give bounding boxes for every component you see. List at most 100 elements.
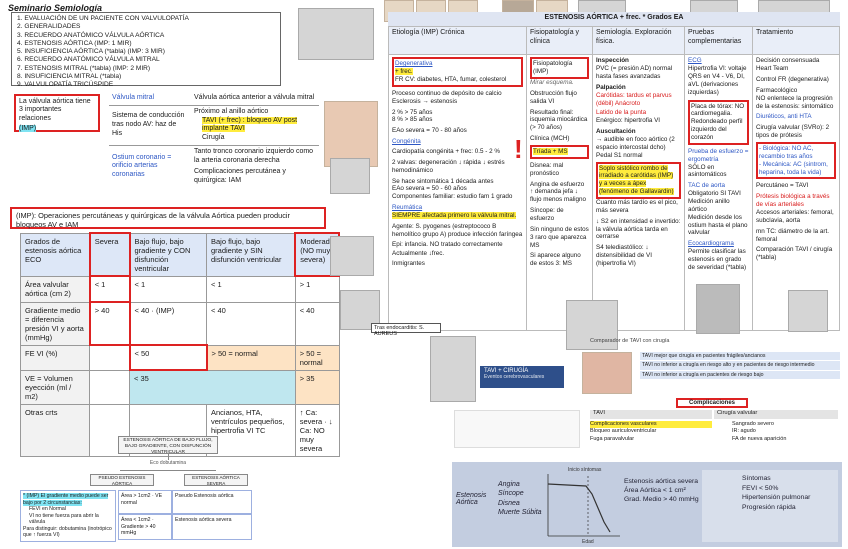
relation-value: Complicaciones percutánea y quirúrgica: … [194,168,286,184]
semio-line: Palpación [596,83,626,91]
flow-note-title: * (IMP) El gradiente medio puede ser baj… [23,493,109,506]
grades-header: Bajo flujo, bajo gradiente y SIN disfunc… [206,232,296,277]
index-item: 7. ESTENOSIS MITRAL (*tabla) (IMP: 2 MIR… [17,64,151,72]
grades-header: Severa [88,232,131,277]
physio-line: Mirar esquema. [530,78,574,86]
figure-label: Angina [498,481,520,488]
grades-cell: > 50 = normal [294,344,340,371]
complication-tavi: Bloqueo auriculoventricular [590,428,657,435]
etiology-cell: Degenerativa + frec. FR CV: diabetes, HT… [388,54,527,331]
grades-cell: Otras crts [19,403,91,457]
index-panel: 1. EVALUACIÓN DE UN PACIENTE CON VALVULO… [11,12,281,88]
grades-header: Bajo flujo, bajo gradiente y CON disfunc… [129,232,207,277]
flow-note: * (IMP) El gradiente medio puede ser baj… [20,490,116,542]
flow-chart: ESTENOSIS AÓRTICA DE BAJO FLUJO, BAJO GR… [20,430,320,545]
imp-badge: (IMP) [19,125,37,133]
complications-panel: Complicaciones TAVI Cirugía valvular Com… [586,398,842,454]
treat-line: - Mecánica: AC (sintrom, heparina, toda … [759,160,828,176]
figure-label: Área Aórtica < 1 cm² [624,486,686,494]
etio-line: Actualmente ↓frec. [392,250,445,258]
etio-line: Cardiopatía congénita + frec: 0.5 - 2 % [392,148,500,155]
etio-line: Agente: S. pyogenes (estreptococo B hemo… [392,222,523,238]
figure-label: Estenosis Aórtica [456,492,487,506]
semio-line: Carótidas: tardus et parvus (débil) Anác… [596,91,672,107]
grades-cell: > 35 [294,369,340,405]
index-item: 8. INSUFICIENCIA MITRAL (*tabla) [17,73,122,81]
index-item: 1. EVALUACIÓN DE UN PACIENTE CON VALVULO… [17,15,189,22]
physio-line: Fisiopatología (IMP) [533,60,573,76]
grades-cell: < 35 [129,369,296,405]
semio-line: Enérgico: hipertrofia VI [596,117,661,125]
figure-label: FEVI < 50% [742,484,779,492]
etio-line: 2 valvas: degeneración ↓ rápida ↓ estrés… [392,158,505,174]
etio-line: Proceso continuo de depósito de calcio E… [392,89,502,105]
tests-cell: ECG Hipertrofia VI: voltaje QRS en V4 - … [684,54,753,331]
col-header: Tratamiento [752,26,840,56]
treat-cell: Decisión consensuada Heart Team Control … [752,54,840,331]
relation-value: Válvula aórtica anterior a válvula mitra… [191,92,319,106]
etio-line: Se hace sintomática 1 década antes [392,177,494,185]
figure-axis-label: Edad [582,539,594,545]
complications-header-b: Cirugía valvular [714,410,838,419]
imp-operations-text: (IMP): Operaciones percutáneas y quirúrg… [16,211,291,230]
treat-line: Percutáneo = TAVI [756,182,809,190]
grades-cell: Área valvular aórtica (cm 2) [19,275,91,303]
treat-line: Comparación TAVI / cirugía (*tabla) [756,246,833,262]
grades-cell [89,344,130,371]
right-table-banner: ESTENOSIS AÓRTICA + frec. * Grados EA [388,12,840,26]
etio-line: Reumática [392,204,423,212]
semio-line: Auscultación [596,128,636,136]
col-header: Etiología (IMP) Crónica [388,26,527,56]
treat-line: Prótesis biológica a través de vías arte… [756,193,830,209]
grades-cell: > 1 [294,275,340,303]
semio-cell: Inspección PVC (= presión AD) normal has… [592,54,685,331]
grades-value: < 50 [134,349,150,358]
flow-note-tail: Para distinguir: dobutamina (inotrópico … [23,525,112,539]
tests-line: TAC de aorta [688,182,725,190]
comparison-text: TAVI no inferior a cirugía en pacientes … [642,371,764,378]
treat-line: mn TC: diámetro de la art. femoral [756,227,830,243]
flow-grid-d: Estenosis aórtica severa [172,514,252,540]
col-header: Pruebas complementarias [684,26,753,56]
note-text: La válvula aórtica tiene 3 importantes r… [19,98,91,122]
tests-line: Hipertrofia VI: voltaje QRS en V4 - V6, … [688,65,747,96]
xray-image [696,284,740,334]
grades-table: Grados de estenosis aórtica ECO Severa B… [19,232,340,457]
complication-surgery: Sangrado severo [732,421,774,427]
tests-line: Obligatorio SI TAVI [688,190,741,198]
small-text-panel [454,410,580,448]
grades-cell: FE VI (%) [19,344,91,371]
grades-value: < 35 [134,374,149,383]
tests-line: Placa de tórax: NO cardiomegalia. Redond… [691,102,745,141]
flow-grid-a: Área > 1cm2 · VE normal [118,490,172,514]
semio-line: Cuanto más tardío es el pico, más severa [596,199,678,214]
tests-line: Medición anillo aórtico [688,198,730,213]
figure-label: Grad. Medio > 40 mmHg [624,495,699,503]
relations-table: Válvula mitral Válvula aórtica anterior … [109,92,319,202]
prosthesis-image [788,290,828,332]
treat-line: Diuréticos, anti HTA [756,113,812,121]
figure-label: Hipertensión pulmonar [742,494,811,502]
aortic-relations-note: La válvula aórtica tiene 3 importantes r… [14,94,100,133]
etio-line: Degenerativa [395,60,433,68]
figure-label: Síncope [498,490,524,498]
figure-label: Progresión rápida [742,503,796,511]
index-item: 4. ESTENOSIS AÓRTICA (IMP: 1 MIR) [17,39,132,47]
etio-line: EAo severa = 50 - 60 años [392,185,467,193]
complication-tavi: Fuga paravalvular [590,435,635,442]
physio-line: Disnea: mal pronóstico [530,161,564,177]
heart-icon-image [582,352,632,394]
treat-line: - Biológica: NO AC, recambio tras años [759,145,814,160]
etio-line: + frec. [395,68,413,76]
tests-line: Medición desde los ostium hasta el plano… [688,213,748,237]
treat-line: NO enlentece la progresión de la estenos… [756,94,834,110]
comparison-text: TAVI no inferior a cirugía en riesgo alt… [642,362,815,369]
etio-line: 2 % > 75 años [392,108,433,116]
physio-line: Clínica (MCH) [530,135,570,143]
tests-line: ECG [688,57,702,65]
etio-line: Epi: infancia. NO tratado correctamente [392,240,503,248]
complication-surgery: FA de nueva aparición [732,435,787,442]
treat-line: Cirugía valvular (SVRo): 2 tipos de prót… [756,124,830,140]
col-header: Fisiopatología y clínica [526,26,593,56]
physio-line: Angina de esfuerzo ↑ demanda jefa ↓ fluj… [530,180,587,204]
